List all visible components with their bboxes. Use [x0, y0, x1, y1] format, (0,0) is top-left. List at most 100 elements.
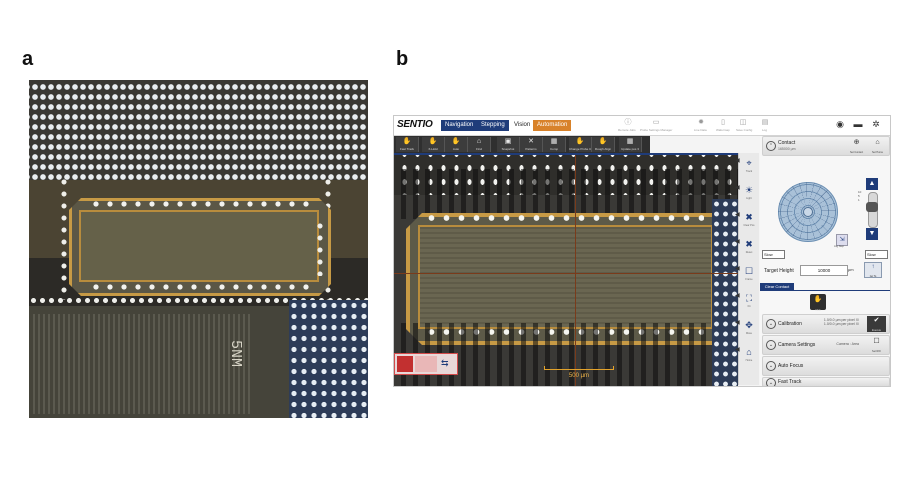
expand-chevron-icon[interactable]: ⌄: [766, 319, 776, 329]
move-icon: ✥: [745, 320, 753, 330]
target-height-input[interactable]: 10000: [800, 265, 848, 276]
camera-icon: ▣: [504, 138, 512, 145]
camera-settings-section[interactable]: ⌄ Camera Settings Camera : Area ☐Set ROI: [762, 335, 890, 355]
globe-icon[interactable]: ◉: [836, 119, 844, 129]
toolbar-label: Auto: [452, 147, 460, 151]
info-icon[interactable]: ⓘ: [624, 119, 632, 126]
tab-stepping[interactable]: Stepping: [477, 120, 509, 131]
grid-icon: ▦: [550, 138, 558, 145]
toolbar-label: Rough Align: [594, 147, 612, 151]
expand-chevron-icon[interactable]: ⌄: [766, 378, 776, 386]
tab-automation[interactable]: Automation: [533, 120, 572, 131]
thumbnail-nav-icon[interactable]: ⇆: [441, 358, 449, 368]
expand-arrow-icon[interactable]: ◀: [735, 185, 740, 191]
x-icon: ✖: [745, 239, 753, 249]
grid-icon: ▦: [626, 138, 634, 145]
xy-joystick-center[interactable]: [803, 207, 813, 217]
die-marking: 5NM: [227, 340, 244, 368]
fast-track-section[interactable]: ⌄ Fast Track: [762, 377, 890, 386]
side-button-frame[interactable]: ◀☐Frame: [735, 265, 757, 285]
folder-open-icon[interactable]: ▬: [853, 119, 863, 129]
side-button-label: Clear Pos: [743, 224, 755, 227]
z-speed-select[interactable]: Slow: [865, 250, 888, 259]
rough-align-button[interactable]: ✋Rough Align: [592, 137, 615, 152]
gear-icon[interactable]: ✹: [698, 119, 704, 126]
pad-array-right: [289, 300, 368, 418]
go-to-height-button[interactable]: ↑Go To: [864, 262, 882, 278]
scale-bar: [544, 366, 614, 370]
expand-arrow-icon[interactable]: ◀: [735, 347, 740, 353]
wafer-thumbnail[interactable]: ⇆: [394, 353, 458, 375]
panel-label-a: a: [22, 48, 34, 70]
top-action-label: Save Config: [736, 128, 753, 132]
set-contact-button[interactable]: ⊕Set Contact: [847, 138, 866, 154]
crosshair-vertical: [575, 155, 576, 386]
snapshot-button[interactable]: ▣Snapshot: [497, 137, 520, 152]
expand-chevron-icon[interactable]: ⌄: [766, 361, 776, 371]
x-icon: ✖: [745, 212, 753, 222]
patterns-button[interactable]: ✕Patterns: [520, 137, 543, 152]
calibration-section[interactable]: ⌄ Calibration 1.0/0.0 µm per pixel X/ 1.…: [762, 314, 890, 334]
collapse-chevron-icon[interactable]: ⌃: [766, 141, 776, 151]
chip-core: [79, 210, 319, 282]
button-label: Set ROI: [872, 350, 881, 353]
auto-focus-section[interactable]: ⌄ Auto Focus: [762, 356, 890, 376]
execute-button[interactable]: ✔Execute: [867, 316, 886, 332]
wafer-icon[interactable]: ◫: [739, 119, 747, 126]
chart-icon[interactable]: ▤: [761, 119, 769, 126]
side-button-track[interactable]: ◀⌖Track: [735, 157, 757, 177]
expand-chevron-icon[interactable]: ⌄: [766, 340, 776, 350]
side-button-label: Fit: [747, 305, 751, 308]
contact-section[interactable]: ⌃ Contact 165000 µm ⊕Set Contact ⌂Set Ho…: [762, 136, 890, 156]
side-button-move[interactable]: ◀✥Move: [735, 319, 757, 339]
z-down-button[interactable]: ▼: [866, 228, 878, 240]
z-up-button[interactable]: ▲: [866, 178, 878, 190]
auto-button[interactable]: ✋Auto: [445, 137, 468, 152]
pad-row-top: [89, 201, 317, 207]
side-button-home[interactable]: ◀⌂Home: [735, 346, 757, 366]
jog-step-icon[interactable]: ⇲: [836, 234, 848, 246]
camera-viewport[interactable]: 500 µm ⇆: [394, 153, 738, 386]
x-hold-button[interactable]: ✋X-Hold: [422, 137, 445, 152]
set-roi-button[interactable]: ☐Set ROI: [867, 337, 886, 353]
top-action-label: Probe Settings Manager: [640, 128, 673, 132]
tab-vision[interactable]: Vision: [514, 122, 531, 128]
pad-array-top: [29, 80, 368, 180]
folder-icon[interactable]: ▭: [652, 119, 660, 126]
update-pos-button[interactable]: ▦Update pos 3: [619, 137, 642, 152]
xy-speed-select[interactable]: Slow: [762, 250, 785, 259]
button-label: Click: [815, 309, 821, 312]
top-action-label: Live Data: [694, 128, 707, 132]
app-logo: SENTIO: [397, 119, 433, 130]
fast-track-button[interactable]: ✋Fast Track: [396, 137, 419, 152]
toolbar-label: Change Probe Card: [569, 147, 591, 151]
settings-icon[interactable]: ✲: [872, 119, 880, 129]
click-button[interactable]: ✋Click: [810, 294, 826, 312]
change-probe-card-button[interactable]: ✋Change Probe Card: [569, 137, 592, 152]
expand-arrow-icon[interactable]: ◀: [735, 320, 740, 326]
button-label: Execute: [871, 329, 882, 332]
expand-arrow-icon[interactable]: ◀: [735, 293, 740, 299]
pad-array-right: [712, 199, 738, 386]
expand-arrow-icon[interactable]: ◀: [735, 239, 740, 245]
side-button-light[interactable]: ◀☀Light: [735, 184, 757, 204]
z-slider-handle[interactable]: [866, 202, 878, 212]
document-icon[interactable]: ▯: [721, 119, 725, 126]
expand-arrow-icon[interactable]: ◀: [735, 266, 740, 272]
pad-row-top: [424, 215, 704, 221]
find-button[interactable]: ⌂Find: [468, 137, 491, 152]
side-button-clear-pos[interactable]: ◀ ✖ Clear Pos: [735, 211, 757, 231]
camera-settings-title: Camera Settings: [778, 342, 816, 348]
side-button-fit[interactable]: ◀⛶Fit: [735, 292, 757, 312]
expand-arrow-icon[interactable]: ◀: [735, 212, 740, 218]
home-icon: ⌂: [476, 138, 482, 145]
set-home-button[interactable]: ⌂Set Home: [868, 138, 887, 154]
lower-circuit-grid: [33, 314, 253, 414]
side-button-reset[interactable]: ◀✖Reset: [735, 238, 757, 258]
expand-arrow-icon[interactable]: ◀: [735, 158, 740, 164]
button-label: Set Contact: [849, 151, 864, 154]
comp-button[interactable]: ▦Comp: [543, 137, 566, 152]
tab-navigation[interactable]: Navigation: [441, 120, 478, 131]
side-button-label: Frame: [745, 278, 753, 281]
clear-contact-tab[interactable]: Clear Contact: [760, 283, 794, 290]
